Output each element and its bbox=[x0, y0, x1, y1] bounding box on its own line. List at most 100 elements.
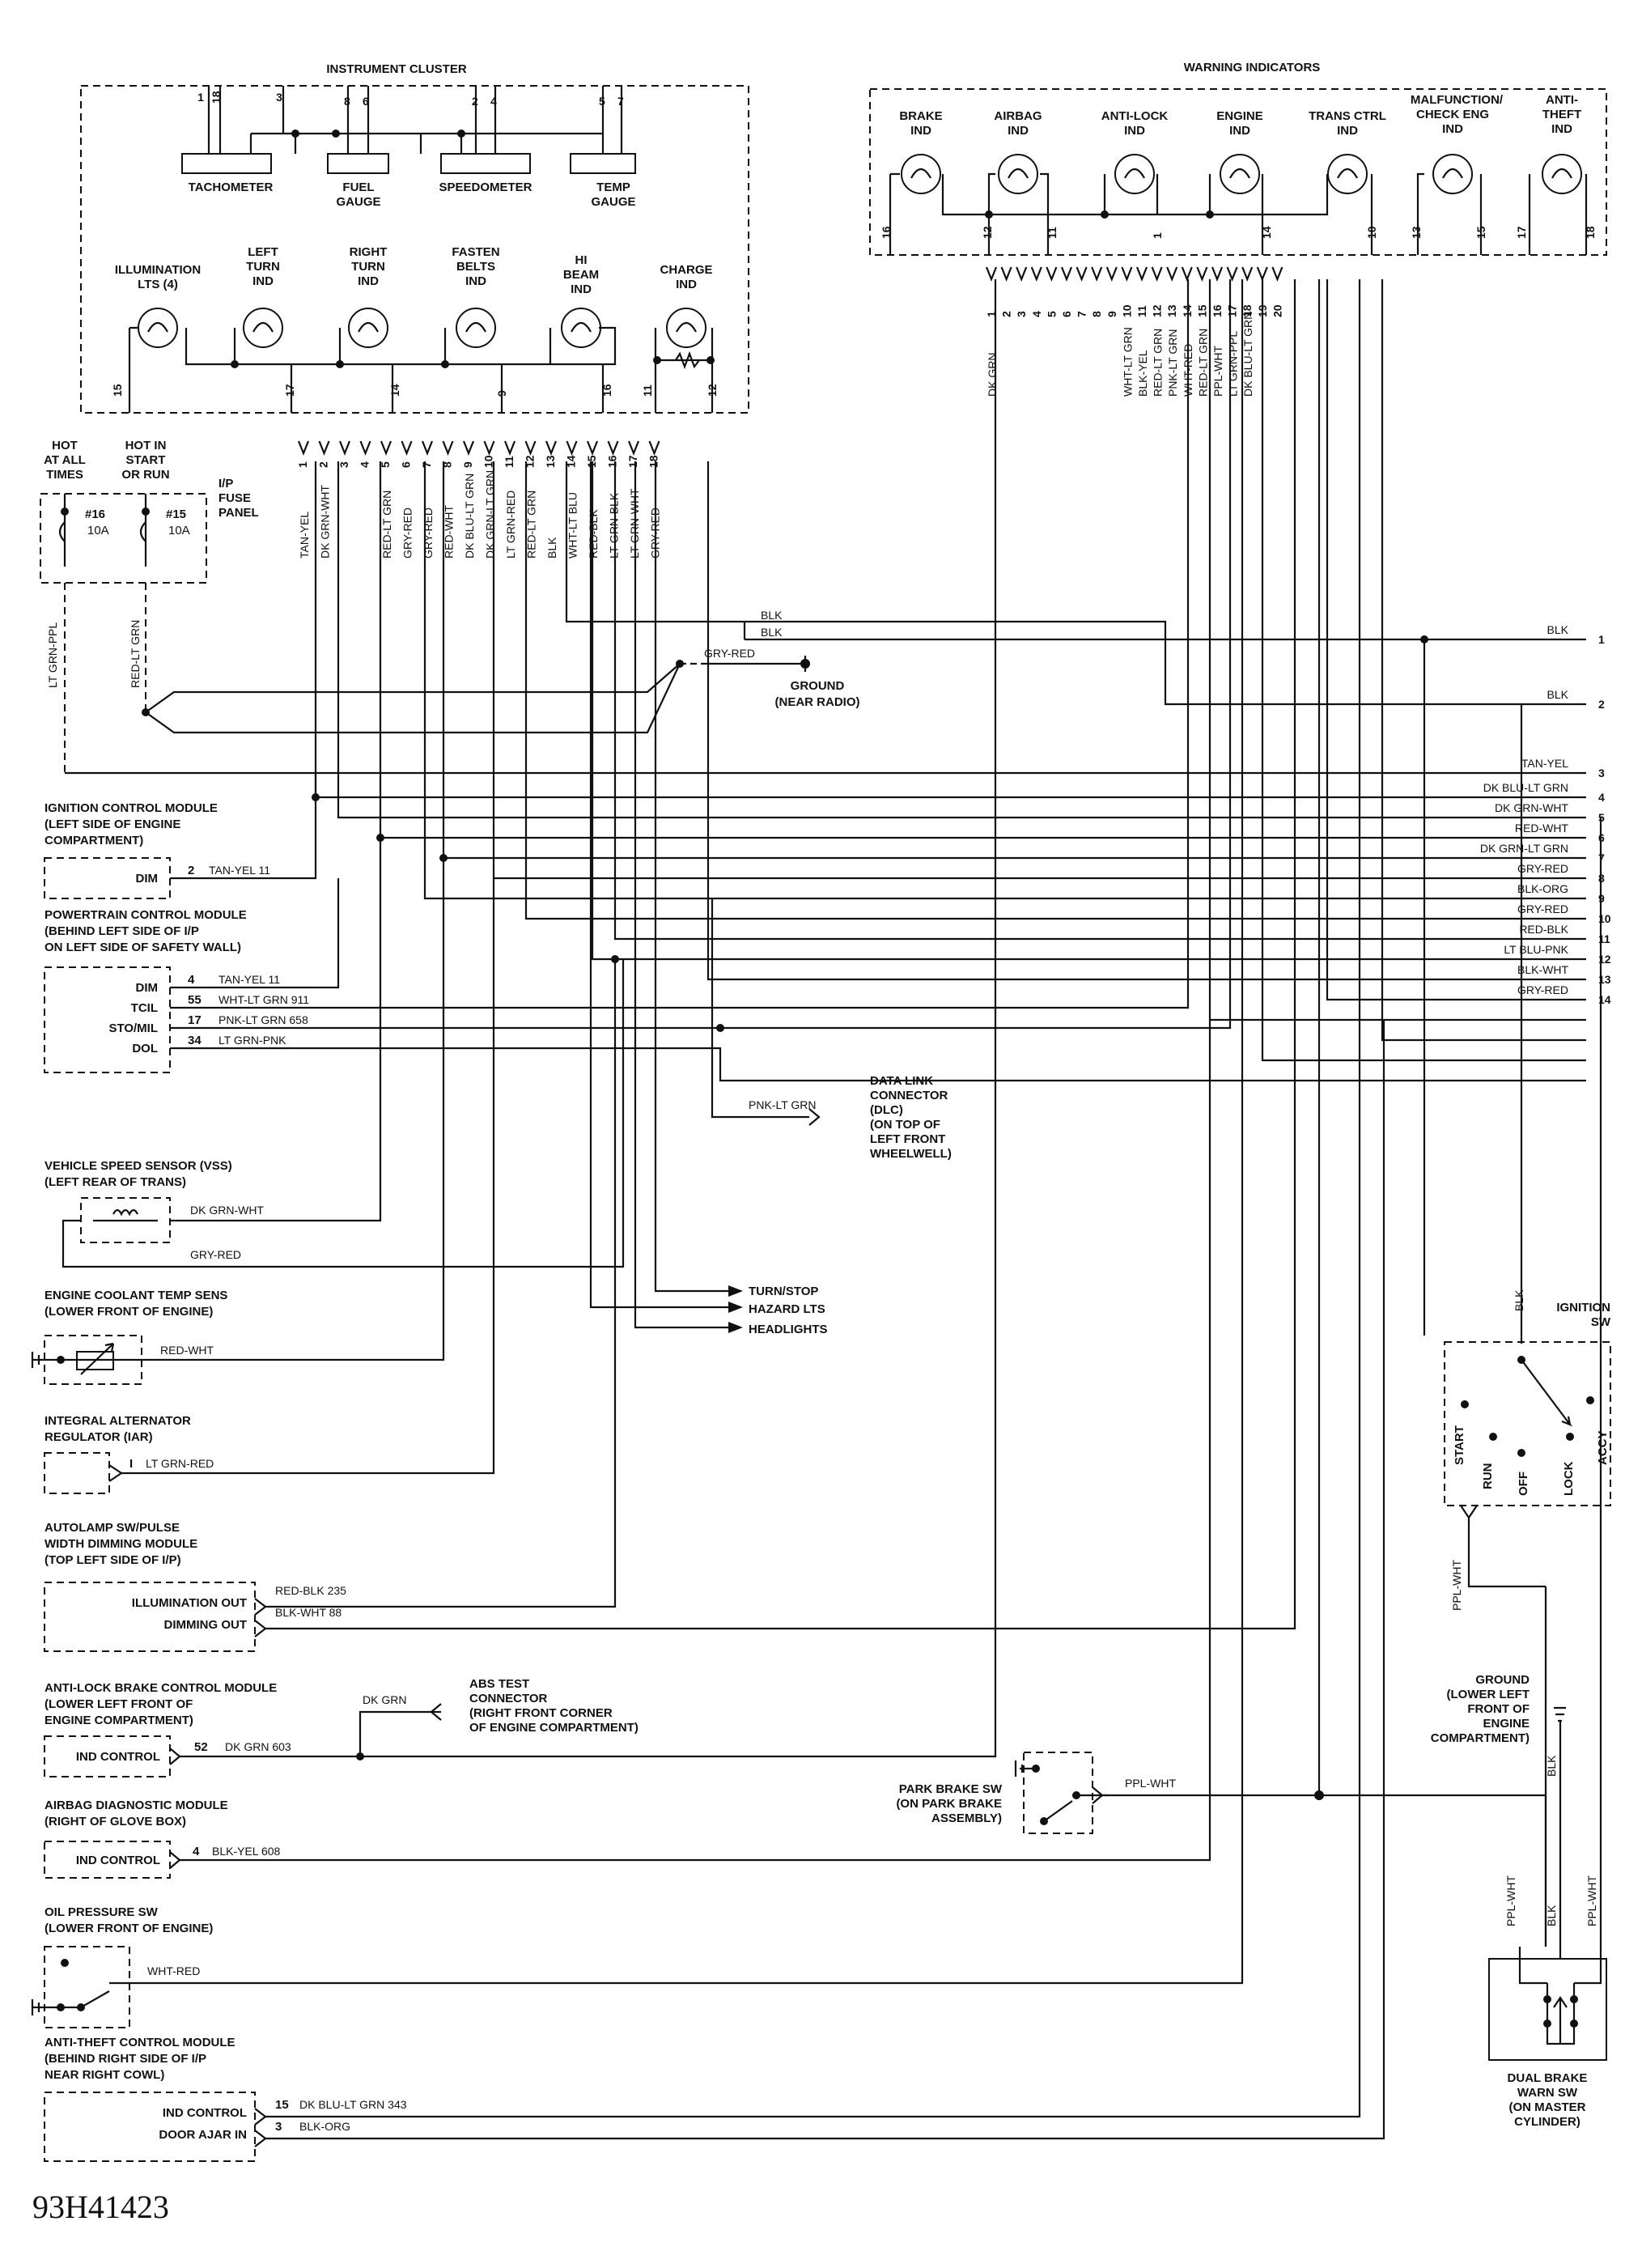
svg-text:VEHICLE SPEED SENSOR (VSS): VEHICLE SPEED SENSOR (VSS) bbox=[45, 1159, 232, 1173]
svg-text:ANTI-THEFT CONTROL MODULE: ANTI-THEFT CONTROL MODULE bbox=[45, 2036, 235, 2049]
svg-text:8: 8 bbox=[344, 95, 350, 108]
connector-b-pin: 13 bbox=[1165, 304, 1178, 317]
svg-text:5: 5 bbox=[599, 95, 605, 108]
warning-indicators-title: WARNING INDICATORS bbox=[1184, 61, 1321, 74]
svg-text:(BEHIND RIGHT SIDE OF I/P: (BEHIND RIGHT SIDE OF I/P bbox=[45, 2052, 206, 2066]
svg-text:(LEFT REAR OF TRANS): (LEFT REAR OF TRANS) bbox=[45, 1175, 186, 1189]
svg-text:55: 55 bbox=[188, 993, 202, 1007]
svg-text:PNK-LT GRN: PNK-LT GRN bbox=[749, 1098, 817, 1111]
connector-b-pin-mark bbox=[1271, 266, 1283, 282]
svg-text:AT ALL: AT ALL bbox=[44, 453, 86, 467]
svg-text:(RIGHT OF GLOVE BOX): (RIGHT OF GLOVE BOX) bbox=[45, 1815, 186, 1828]
svg-text:1: 1 bbox=[1151, 232, 1164, 239]
instrument-cluster-title: INSTRUMENT CLUSTER bbox=[326, 62, 466, 76]
svg-text:OIL PRESSURE SW: OIL PRESSURE SW bbox=[45, 1905, 159, 1919]
svg-text:TURN/STOP: TURN/STOP bbox=[749, 1285, 818, 1298]
svg-text:10A: 10A bbox=[168, 524, 190, 537]
connector-a-pin-mark bbox=[338, 440, 351, 456]
connector-a-pin: 2 bbox=[317, 461, 330, 468]
ignition-switch: BLK IGNITION SW START RUN OFF LOCK ACCY … bbox=[1423, 639, 1611, 1611]
svg-text:GAUGE: GAUGE bbox=[336, 195, 380, 209]
svg-text:BELTS: BELTS bbox=[456, 260, 495, 274]
svg-text:POWERTRAIN CONTROL MODULE: POWERTRAIN CONTROL MODULE bbox=[45, 908, 247, 922]
svg-text:ENGINE COOLANT TEMP SENS: ENGINE COOLANT TEMP SENS bbox=[45, 1289, 227, 1302]
connector-b-pin-mark bbox=[1226, 266, 1238, 282]
svg-text:TCIL: TCIL bbox=[131, 1001, 158, 1015]
svg-text:ASSEMBLY): ASSEMBLY) bbox=[931, 1811, 1002, 1825]
right-bus-wire: GRY-RED bbox=[1517, 862, 1568, 875]
svg-text:52: 52 bbox=[194, 1740, 208, 1754]
connector-b-pin: 10 bbox=[1120, 304, 1133, 317]
svg-text:CONNECTOR: CONNECTOR bbox=[870, 1089, 948, 1102]
connector-b-pin-mark bbox=[985, 266, 998, 282]
svg-text:6: 6 bbox=[363, 95, 369, 108]
connector-b-pin-mark bbox=[1211, 266, 1224, 282]
svg-text:16: 16 bbox=[880, 226, 893, 239]
svg-text:(LEFT SIDE OF ENGINE: (LEFT SIDE OF ENGINE bbox=[45, 818, 180, 831]
connector-b-wire: PPL-WHT bbox=[1211, 346, 1224, 397]
svg-text:ON LEFT SIDE OF SAFETY WALL): ON LEFT SIDE OF SAFETY WALL) bbox=[45, 941, 241, 954]
svg-text:17: 17 bbox=[188, 1013, 202, 1027]
svg-text:18: 18 bbox=[210, 91, 223, 104]
connector-b-pin-mark bbox=[1135, 266, 1148, 282]
svg-text:WHT-LT GRN 911: WHT-LT GRN 911 bbox=[219, 993, 309, 1006]
airbag-diagnostic-module: AIRBAG DIAGNOSTIC MODULE (RIGHT OF GLOVE… bbox=[44, 1020, 1211, 1879]
svg-text:PARK BRAKE SW: PARK BRAKE SW bbox=[899, 1782, 1003, 1796]
svg-text:GRY-RED: GRY-RED bbox=[704, 647, 755, 660]
connector-b-wire: RED-LT GRN bbox=[1196, 329, 1209, 397]
svg-text:HI: HI bbox=[575, 253, 588, 267]
svg-text:IND: IND bbox=[1008, 124, 1029, 138]
connector-a-pin: 3 bbox=[337, 461, 350, 468]
svg-text:OFF: OFF bbox=[1517, 1472, 1530, 1496]
svg-text:DATA LINK: DATA LINK bbox=[870, 1074, 933, 1088]
svg-text:ILLUMINATION OUT: ILLUMINATION OUT bbox=[132, 1596, 247, 1610]
svg-text:34: 34 bbox=[188, 1034, 202, 1047]
gauge-speedometer: SPEEDOMETER bbox=[439, 181, 532, 194]
connector-a-pin: 7 bbox=[420, 461, 433, 468]
right-bus-wire: RED-WHT bbox=[1515, 822, 1569, 835]
svg-text:DK GRN 603: DK GRN 603 bbox=[225, 1740, 291, 1753]
connector-a-pin-mark bbox=[421, 440, 434, 456]
svg-text:LTS (4): LTS (4) bbox=[138, 278, 178, 291]
svg-text:BLK: BLK bbox=[761, 609, 783, 622]
svg-text:9: 9 bbox=[495, 390, 508, 397]
park-brake-switch: PARK BRAKE SW (ON PARK BRAKE ASSEMBLY) P… bbox=[896, 279, 1547, 1947]
svg-text:AIRBAG: AIRBAG bbox=[994, 109, 1042, 123]
svg-text:IGNITION CONTROL MODULE: IGNITION CONTROL MODULE bbox=[45, 801, 218, 815]
svg-text:16: 16 bbox=[600, 384, 613, 397]
svg-text:CHECK ENG: CHECK ENG bbox=[1416, 108, 1489, 121]
connector-b-pin-mark bbox=[1076, 266, 1088, 282]
connector-a-pin: 4 bbox=[359, 461, 371, 468]
svg-text:2: 2 bbox=[472, 95, 478, 108]
right-bus-num: 2 bbox=[1598, 698, 1605, 711]
svg-text:14: 14 bbox=[388, 384, 401, 397]
connector-a-wire: RED-LT GRN bbox=[525, 491, 538, 559]
connector-b-wire: LT GRN-PPL bbox=[1227, 331, 1240, 397]
svg-text:17: 17 bbox=[283, 384, 296, 397]
svg-text:I/P: I/P bbox=[219, 477, 233, 491]
svg-text:LT GRN-PNK: LT GRN-PNK bbox=[219, 1034, 286, 1047]
connector-a-pin-mark bbox=[607, 440, 619, 456]
connector-a-wire: GRY-RED bbox=[401, 508, 414, 559]
svg-text:PPL-WHT: PPL-WHT bbox=[1450, 1560, 1463, 1611]
svg-text:IND: IND bbox=[358, 274, 379, 288]
connector-a-pin-mark bbox=[648, 440, 660, 456]
svg-text:TURN: TURN bbox=[246, 260, 280, 274]
svg-text:COMPARTMENT): COMPARTMENT) bbox=[45, 834, 143, 847]
connector-b-pin-mark bbox=[1121, 266, 1133, 282]
svg-text:12: 12 bbox=[706, 384, 719, 397]
svg-text:IND: IND bbox=[1442, 122, 1463, 136]
right-bus-wire: BLK bbox=[1547, 688, 1569, 701]
connector-a-wire: WHT-LT BLU bbox=[566, 492, 579, 559]
harness-network: GRY-RED GROUND (NEAR RADIO) BLK BLK bbox=[65, 279, 1586, 1062]
svg-text:ENGINE: ENGINE bbox=[1216, 109, 1263, 123]
right-bus-wire: BLK bbox=[1547, 623, 1569, 636]
connector-a-pin: 8 bbox=[441, 461, 454, 468]
svg-text:HAZARD LTS: HAZARD LTS bbox=[749, 1302, 825, 1316]
connector-b-pin: 8 bbox=[1090, 311, 1103, 317]
svg-text:IND: IND bbox=[1551, 122, 1572, 136]
connector-b-pin: 20 bbox=[1271, 304, 1283, 317]
connector-b-pin-mark bbox=[1060, 266, 1073, 282]
connector-b-pin-mark bbox=[1256, 266, 1268, 282]
